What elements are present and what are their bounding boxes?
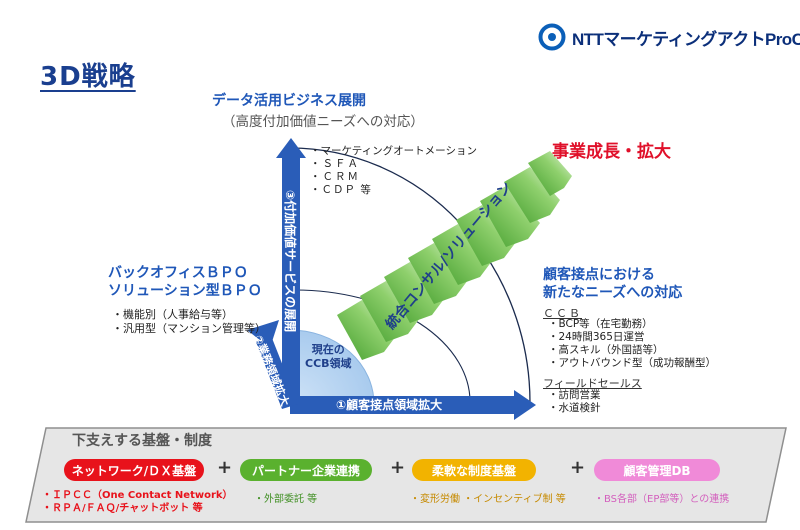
plus-sign: +: [390, 457, 406, 478]
left-item: ・機能別（人事給与等）: [112, 308, 233, 321]
top-item: ・ＣＤＰ 等: [310, 184, 372, 196]
top-item: ・ＣＲＭ: [310, 171, 360, 183]
logo-text: NTTマーケティングアクトProCX: [572, 29, 800, 49]
top-axis-subtitle: （高度付加価値ニーズへの対応）: [222, 114, 424, 130]
foundation-title: 下支えする基盤・制度: [72, 433, 212, 449]
vertical-axis-arrow: [282, 155, 300, 405]
ccb-item: ・24時間365日運営: [548, 331, 645, 343]
note-customer-db: ・BS各部（EP部等）との連携: [594, 494, 730, 505]
page-title: 3D戦略: [40, 62, 136, 92]
top-axis-items: ・マーケティングオートメーション ・ＳＦＡ ・ＣＲＭ ・ＣＤＰ 等: [310, 145, 477, 197]
ccb-item: ・BCP等（在宅勤務）: [548, 318, 653, 330]
pill-network-dx: ネットワーク/ＤＸ基盤: [64, 459, 204, 481]
ccb-item: ・高スキル（外国語等）: [548, 344, 664, 356]
pill-partner: パートナー企業連携: [240, 459, 372, 481]
field-sales-header: フィールドセールス: [543, 377, 642, 390]
ccb-item: ・アウトバウンド型（成功報酬型）: [548, 357, 716, 369]
top-item: ・マーケティングオートメーション: [310, 145, 477, 157]
diagonal-arrow: [256, 333, 298, 409]
inner-arc: [294, 289, 471, 405]
left-title-line2: ソリューション型ＢＰＯ: [108, 283, 262, 299]
left-block-items: ・機能別（人事給与等） ・汎用型（マンション管理等）: [112, 308, 266, 336]
left-item: ・汎用型（マンション管理等）: [112, 322, 266, 335]
growth-chevrons: [337, 151, 572, 360]
pill-flexible-system: 柔軟な制度基盤: [412, 459, 536, 481]
field-item: ・訪問営業: [548, 389, 601, 401]
company-logo: NTTマーケティングアクトProCX: [538, 20, 800, 54]
note-network: ・ＩＰＣＣ（One Contact Network） ・ＲＰＡ/ＦＡＱ/チャット…: [42, 489, 233, 515]
note-network-line1: ・ＩＰＣＣ（One Contact Network）: [42, 490, 233, 501]
plus-sign: +: [570, 457, 586, 478]
current-ccb-label: 現在の CCB領域: [305, 343, 352, 371]
ccb-header: ＣＣＢ: [543, 307, 582, 320]
note-partner: ・外部委託 等: [254, 494, 318, 505]
left-block-title: バックオフィスＢＰＯ ソリューション型ＢＰＯ: [108, 264, 262, 300]
current-ccb-area: [289, 329, 375, 405]
top-item: ・ＳＦＡ: [310, 158, 360, 170]
vertical-axis-label: ③付加価値サービスの展開: [283, 190, 298, 332]
horizontal-axis-label: ①顧客接点領域拡大: [336, 397, 442, 412]
horizontal-axis-arrow: [290, 396, 516, 414]
right-title-line2: 新たなニーズへの対応: [543, 285, 683, 301]
left-title-line1: バックオフィスＢＰＯ: [108, 265, 248, 281]
diagonal-arrowhead: [247, 320, 279, 348]
foundation-panel: [25, 427, 787, 523]
top-axis-title: データ活用ビジネス展開: [212, 93, 366, 109]
vertical-axis-arrowhead: [276, 138, 306, 158]
ccb-label-line2: CCB領域: [305, 357, 352, 370]
note-network-line2: ・ＲＰＡ/ＦＡＱ/チャットボット 等: [42, 503, 203, 514]
right-block-title: 顧客接点における 新たなニーズへの対応: [543, 266, 682, 302]
ccb-items: ・BCP等（在宅勤務） ・24時間365日運営 ・高スキル（外国語等） ・アウト…: [548, 318, 716, 370]
field-item: ・水道検針: [548, 402, 601, 414]
ccb-label-line1: 現在の: [311, 343, 345, 356]
ring-logo-icon: [538, 23, 566, 51]
right-title-line1: 顧客接点における: [543, 267, 655, 283]
plus-sign: +: [217, 457, 233, 478]
field-sales-items: ・訪問営業 ・水道検針: [548, 389, 601, 415]
growth-label: 事業成長・拡大: [552, 142, 671, 162]
note-flexible: ・変形労働 ・インセンティブ制 等: [410, 494, 566, 505]
horizontal-axis-arrowhead: [514, 390, 536, 420]
pill-customer-db: 顧客管理DB: [594, 459, 720, 481]
